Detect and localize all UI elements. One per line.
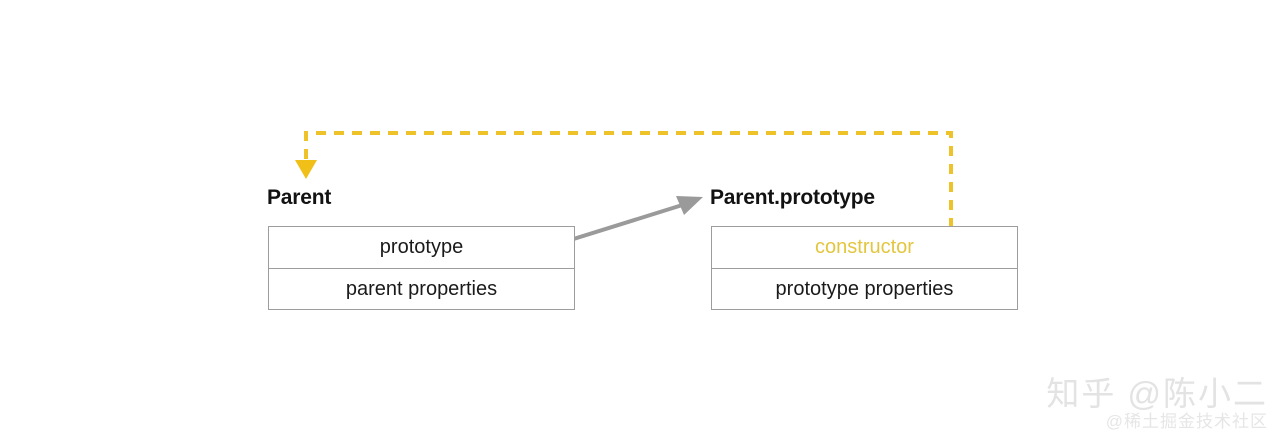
object-box-parent: prototype parent properties — [268, 226, 575, 310]
row-constructor[interactable]: constructor — [815, 236, 914, 258]
dashed-arrowhead-icon — [295, 160, 317, 179]
object-box-parent-prototype: constructor prototype properties — [711, 226, 1018, 310]
row-prototype[interactable]: prototype — [379, 236, 464, 258]
group-title-parent-prototype: Parent.prototype — [710, 186, 875, 209]
watermark: 知乎 @陈小二 @稀土掘金技术社区 — [1046, 374, 1268, 432]
group-title-parent: Parent — [267, 186, 332, 209]
watermark-sub-text: @稀土掘金技术社区 — [1105, 412, 1268, 432]
watermark-main-text: 知乎 @陈小二 — [1046, 374, 1268, 412]
solid-arrowhead-icon — [676, 196, 703, 215]
row-parent-properties[interactable]: parent properties — [269, 268, 574, 309]
row-prototype-properties[interactable]: prototype properties — [712, 268, 1017, 309]
